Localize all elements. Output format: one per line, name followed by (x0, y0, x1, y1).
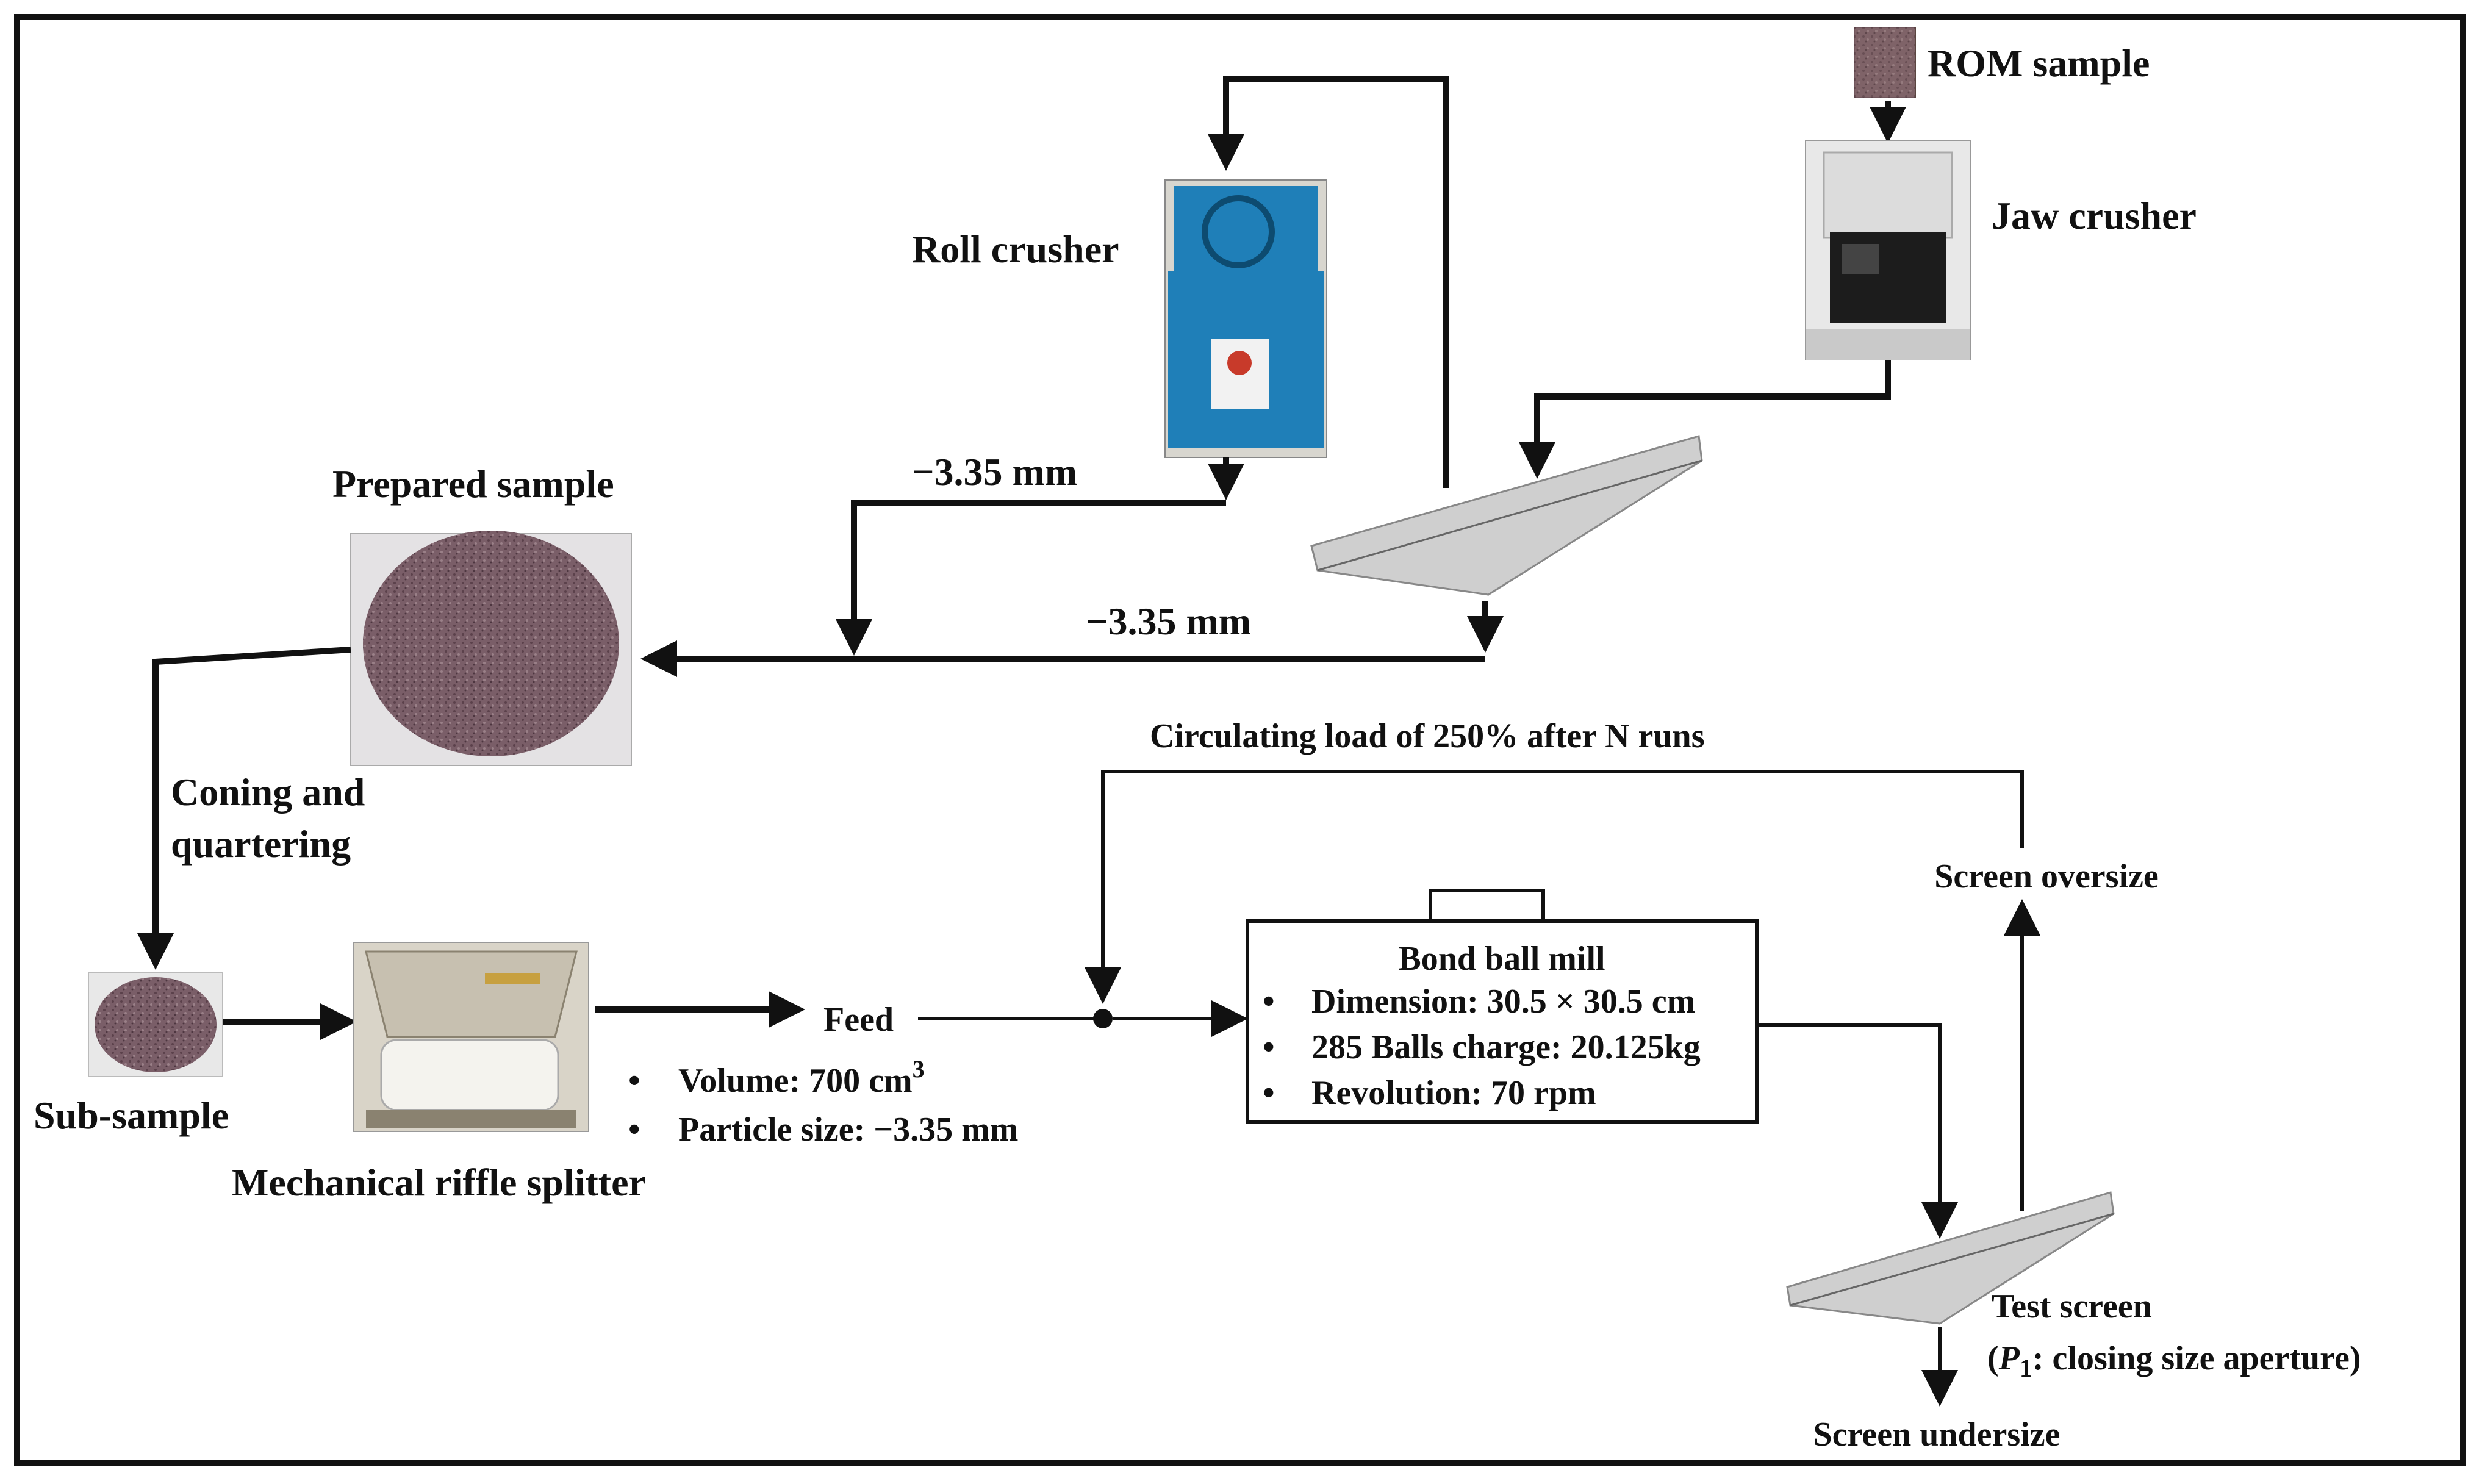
rom-sample-image (1854, 27, 1916, 98)
jaw-crusher-label: Jaw crusher (1992, 194, 2197, 237)
ball-mill-item: Revolution: 70 rpm (1311, 1074, 1596, 1112)
feed-label: Feed (823, 1001, 894, 1039)
screen1-undersize-label: −3.35 mm (1086, 600, 1251, 643)
feed-volume-bullet: • (628, 1062, 640, 1100)
feed-particle-size-label: Particle size: −3.35 mm (678, 1111, 1018, 1149)
ball-mill-item: Dimension: 30.5 × 30.5 cm (1311, 983, 1695, 1020)
riffle-splitter-label: Mechanical riffle splitter (232, 1161, 646, 1204)
feed-volume-text: Volume: 700 cm (678, 1062, 913, 1100)
roll-product-size-label: −3.35 mm (912, 450, 1077, 493)
aperture-p-subscript: 1 (2020, 1355, 2032, 1383)
aperture-open-paren: ( (1987, 1339, 1999, 1377)
ball-mill-title: Bond ball mill (1398, 940, 1605, 978)
feed-junction-dot (1093, 1009, 1113, 1028)
bond-ball-mill-lid (1429, 889, 1545, 923)
bond-ball-mill-box (1246, 919, 1759, 1124)
ball-mill-item: • (1263, 1074, 1275, 1112)
circulating-load-label: Circulating load of 250% after N runs (1150, 717, 1704, 755)
test-screen-edge (1790, 1213, 2114, 1307)
jaw-to-screen-line (1519, 360, 1891, 479)
roll-crusher-image (1164, 179, 1327, 458)
sub-sample-label: Sub-sample (34, 1094, 229, 1137)
outer-border (14, 14, 2466, 1466)
coning-label-line1: Coning and (171, 770, 365, 814)
coning-label-line2: quartering (171, 822, 351, 866)
prepared-to-subsample-line (137, 647, 351, 970)
ball-mill-item: 285 Balls charge: 20.125kg (1311, 1028, 1701, 1066)
rom-sample-label: ROM sample (1928, 41, 2150, 85)
jaw-crusher-image (1805, 140, 1971, 360)
circulating-load-loop (1085, 770, 2024, 1004)
ball-mill-item-bullet: • (1263, 1028, 1275, 1066)
riffle-splitter-image (353, 942, 589, 1132)
feed-volume-unit-sup: 3 (913, 1055, 925, 1083)
ball-mill-item-bullet: • (1263, 983, 1275, 1020)
screen-oversize-label: Screen oversize (1934, 858, 2158, 895)
aperture-p-symbol: P (1998, 1339, 2020, 1377)
test-screen (1786, 1191, 2115, 1325)
test-screen-aperture-label: (P1: closing size aperture) (1987, 1339, 2361, 1383)
prepared-sample-label: Prepared sample (332, 462, 614, 506)
aperture-text: : closing size aperture) (2032, 1339, 2361, 1377)
primary-screen-edge (1317, 459, 1702, 572)
screen-oversize-to-roll-line (1208, 76, 1449, 488)
roll-crusher-label: Roll crusher (912, 228, 1119, 271)
screen-undersize-label: Screen undersize (1813, 1416, 2061, 1454)
prepared-sample-image (350, 531, 632, 766)
mill-to-test-screen-line (1757, 1023, 1958, 1239)
sub-sample-image (88, 972, 223, 1077)
roll-product-line (836, 500, 1226, 656)
feed-particle-bullet: • (628, 1111, 640, 1149)
test-screen-label: Test screen (1992, 1288, 2152, 1325)
feed-volume-label: Volume: 700 cm3 (678, 1055, 925, 1100)
